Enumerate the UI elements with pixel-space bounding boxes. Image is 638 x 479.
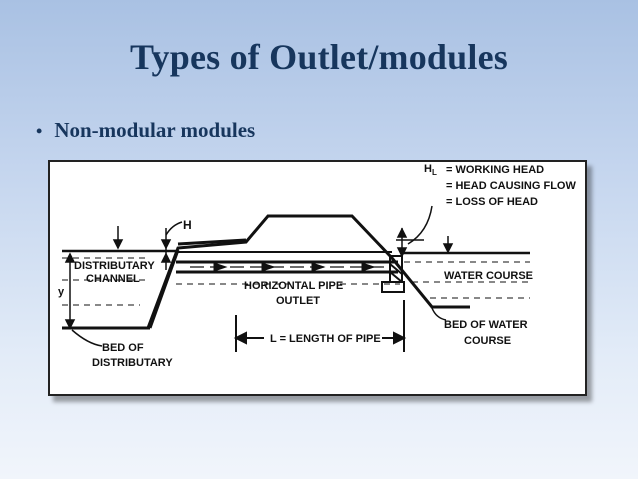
legend-working-head: = WORKING HEAD [446, 164, 544, 176]
water-surfaces [62, 249, 530, 306]
label-bed-of: BED OF [102, 342, 144, 354]
legend-loss-of-head: = LOSS OF HEAD [446, 196, 538, 208]
label-course: COURSE [464, 335, 511, 347]
head-markers [64, 205, 454, 330]
embankment [146, 214, 470, 329]
bed-leaders [71, 307, 447, 347]
label-length-of-pipe: L = LENGTH OF PIPE [270, 333, 381, 345]
bullet-text: Non-modular modules [54, 118, 256, 142]
label-water-course: WATER COURSE [444, 270, 533, 282]
label-distributary: DISTRIBUTARY [74, 260, 155, 272]
label-bed-distributary: DISTRIBUTARY [92, 357, 173, 369]
left-bank-line [146, 214, 470, 329]
outlet-diagram [48, 160, 587, 396]
pipe-length-dimension [233, 300, 407, 352]
distributary-bed [62, 249, 180, 330]
label-horizontal-pipe: HORIZONTAL PIPE [244, 280, 343, 292]
bullet-marker: • [36, 121, 43, 141]
bullet-item: • Non-modular modules [36, 118, 255, 143]
slide-title: Types of Outlet/modules [130, 37, 508, 77]
embankment-top-left [177, 238, 247, 246]
outlet-gate [381, 255, 405, 293]
label-h: H [183, 218, 192, 232]
legend-symbol: HL [424, 163, 437, 177]
label-channel: CHANNEL [86, 273, 140, 285]
legend-head-causing-flow: = HEAD CAUSING FLOW [446, 180, 576, 192]
label-outlet: OUTLET [276, 295, 320, 307]
label-bed-of-water: BED OF WATER [444, 319, 528, 331]
diagram-labels: HL = WORKING HEAD = HEAD CAUSING FLOW = … [58, 163, 576, 369]
horizontal-pipe [176, 260, 400, 285]
label-y: y [58, 286, 65, 298]
